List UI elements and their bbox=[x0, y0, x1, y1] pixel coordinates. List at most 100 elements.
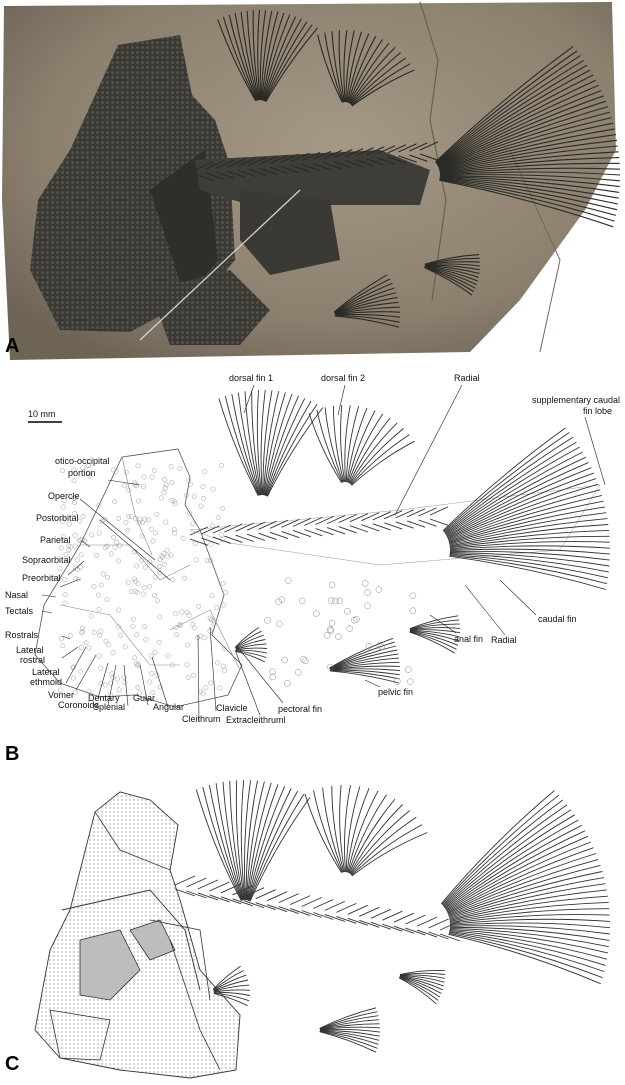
fin-ray bbox=[409, 615, 459, 630]
fin-ray bbox=[443, 436, 574, 533]
fin-ray bbox=[202, 786, 243, 901]
fin-ray bbox=[437, 79, 597, 166]
fin-ray bbox=[449, 552, 610, 567]
fin-ray bbox=[442, 427, 566, 532]
scale-outline bbox=[86, 471, 92, 477]
radial-element bbox=[418, 507, 437, 517]
fin-ray bbox=[447, 853, 597, 915]
fin-ray bbox=[448, 871, 603, 917]
scale-outline bbox=[134, 632, 140, 638]
fin-ray bbox=[424, 261, 480, 266]
scale-outline bbox=[215, 660, 221, 666]
radial-element bbox=[258, 532, 277, 541]
radial-element bbox=[334, 161, 353, 169]
scale-outline bbox=[185, 642, 191, 648]
radial-element bbox=[398, 143, 417, 153]
radial-element bbox=[384, 510, 403, 520]
fin-ray bbox=[440, 790, 555, 905]
fin-ray bbox=[262, 14, 291, 101]
fin-ray bbox=[439, 139, 618, 173]
scale-outline bbox=[190, 621, 196, 627]
scale-outline bbox=[72, 495, 78, 500]
radial-element bbox=[312, 150, 332, 161]
fin-ray bbox=[340, 405, 346, 483]
fin-ray bbox=[445, 451, 584, 535]
label-rostrals: Rostrals bbox=[5, 630, 39, 640]
fin-ray bbox=[424, 265, 479, 278]
scale-outline bbox=[211, 621, 217, 627]
panel-a-photograph: A bbox=[0, 0, 625, 365]
scale-outline bbox=[71, 467, 77, 473]
fin-ray bbox=[348, 417, 391, 484]
fin-ray bbox=[448, 489, 601, 541]
radial-element bbox=[387, 144, 407, 154]
fin-ray bbox=[247, 786, 286, 901]
fin-ray bbox=[449, 553, 609, 573]
radial-element bbox=[243, 887, 265, 898]
radial-element bbox=[372, 523, 392, 531]
radial-element bbox=[393, 912, 415, 923]
scale-outline bbox=[172, 530, 178, 536]
fin-ray bbox=[224, 395, 260, 496]
scale-outline bbox=[183, 492, 189, 498]
fin-ray bbox=[448, 500, 604, 543]
scale-outline bbox=[378, 643, 385, 651]
scale-outline bbox=[126, 487, 132, 493]
scale-outline bbox=[328, 620, 336, 627]
fin-ray bbox=[409, 631, 457, 650]
fin-ray bbox=[439, 176, 619, 199]
scale-outline bbox=[200, 484, 206, 490]
radial-element bbox=[355, 147, 374, 157]
drawing-radials bbox=[189, 506, 449, 546]
fin-ray bbox=[319, 1031, 377, 1053]
fin-ray bbox=[409, 630, 460, 638]
labelled-drawing: 10 mm bbox=[5, 373, 620, 765]
fin-ray bbox=[264, 393, 293, 496]
fin-ray bbox=[399, 976, 442, 994]
radial-element bbox=[395, 509, 414, 519]
fin-ray bbox=[439, 177, 618, 211]
fin-ray bbox=[445, 830, 586, 911]
label-supplementary-caudal-1: supplementary caudal bbox=[532, 395, 620, 405]
scale-outline bbox=[164, 547, 170, 553]
label-preorbital: Preorbital bbox=[22, 573, 61, 583]
scale-outline bbox=[353, 615, 360, 623]
label-lateral-ethmoid-1: Lateral bbox=[32, 667, 60, 677]
scale-outline bbox=[108, 551, 114, 557]
fin-ray bbox=[329, 670, 400, 680]
radial-element bbox=[226, 170, 246, 178]
radial-element bbox=[326, 515, 346, 525]
fin-ray bbox=[345, 30, 355, 103]
radial-element bbox=[439, 933, 461, 942]
scale-outline bbox=[139, 520, 145, 526]
fin-ray bbox=[334, 282, 393, 314]
fin-ray bbox=[424, 265, 480, 275]
scale-outline bbox=[118, 632, 124, 638]
scale-outline bbox=[121, 674, 127, 680]
fin-ray bbox=[446, 835, 589, 912]
scale-outline bbox=[284, 680, 291, 687]
scale-outline bbox=[135, 589, 141, 595]
scale-outline bbox=[208, 680, 214, 686]
scale-outline bbox=[131, 616, 136, 622]
fin-ray bbox=[235, 643, 267, 650]
scale-outline bbox=[174, 632, 180, 638]
fin-ray bbox=[349, 804, 403, 874]
bone-texture bbox=[57, 462, 228, 698]
radial-element bbox=[349, 525, 369, 533]
scale-outline bbox=[220, 580, 226, 586]
radial-element bbox=[382, 910, 403, 921]
fin-ray bbox=[399, 975, 444, 987]
scale-outline bbox=[152, 530, 158, 536]
radial-element bbox=[197, 879, 219, 890]
recon-anal-fin bbox=[398, 969, 446, 1005]
label-dentary: Dentary bbox=[88, 693, 120, 703]
fin-ray bbox=[263, 16, 297, 101]
scale-outline bbox=[171, 498, 177, 504]
scale-outline bbox=[110, 650, 116, 656]
fin-ray bbox=[263, 392, 286, 496]
radial-element bbox=[243, 900, 265, 909]
scale-outline bbox=[135, 661, 141, 667]
radial-element bbox=[393, 925, 415, 934]
fin-ray bbox=[439, 128, 615, 171]
